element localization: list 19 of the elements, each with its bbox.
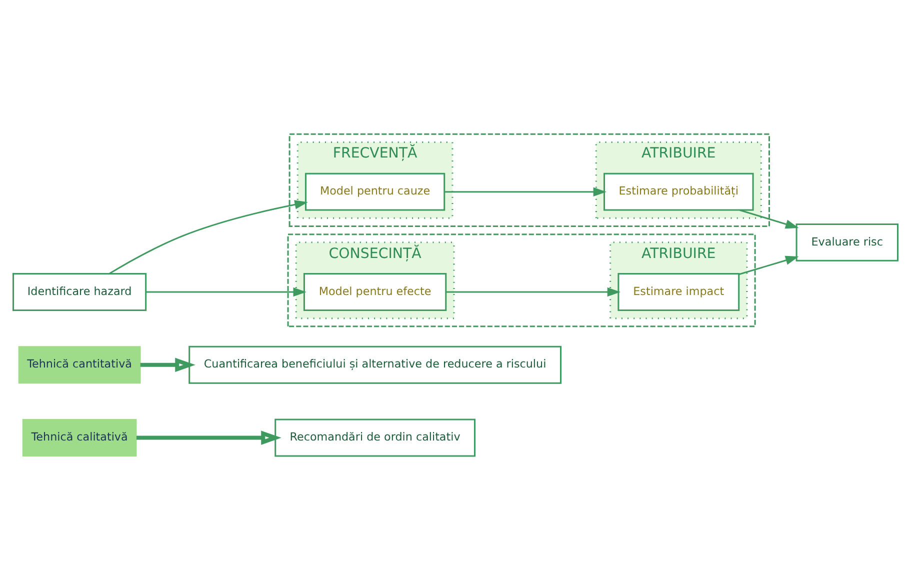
cluster (287, 234, 756, 328)
arrow (146, 287, 306, 297)
cluster (288, 133, 770, 227)
node-box: Estimare probabilități (604, 172, 754, 211)
arrow (446, 287, 621, 297)
arrow (136, 430, 282, 445)
arrow (140, 358, 196, 372)
node-box: Model pentru cauze (304, 172, 446, 211)
arrow (739, 256, 799, 275)
node-box: Recomandări de ordin calitativ (274, 418, 476, 457)
arrow (444, 187, 606, 196)
node-box: Model pentru efecte (303, 273, 447, 311)
node-box: Evaluare risc (796, 223, 898, 262)
node-box: Tehnică cantitativă (18, 346, 141, 384)
arrow (109, 200, 308, 274)
node-box: Identificare hazard (12, 273, 147, 311)
node-box: Cuantificarea beneficiului și alternative de reducere a riscului (188, 346, 562, 384)
node-box: Tehnică calitativă (22, 419, 137, 456)
node-box: Estimare impact (618, 273, 740, 311)
